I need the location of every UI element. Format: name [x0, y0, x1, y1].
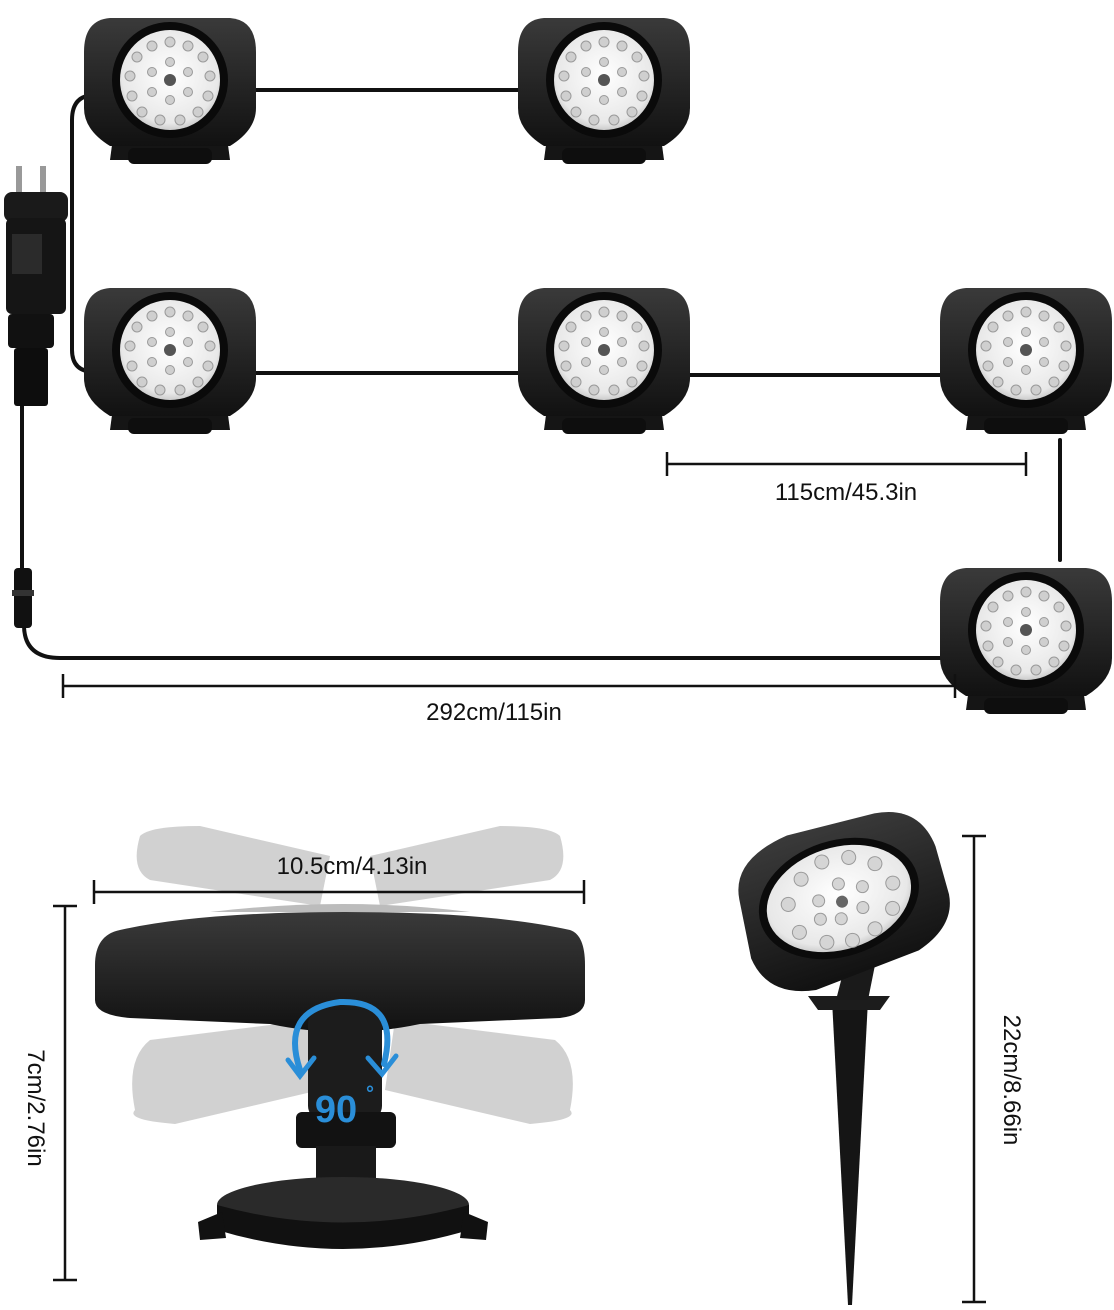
ghost-tilt-up — [136, 826, 564, 906]
stake-spotlight — [738, 812, 950, 1305]
spotlight-icon — [83, 287, 257, 435]
cable-chain — [20, 88, 1062, 660]
spotlight-icon — [939, 567, 1113, 715]
ghost-tilt-down — [132, 1020, 573, 1124]
side-view — [95, 826, 585, 1249]
total-height-dimension — [962, 834, 986, 1304]
rotation-unit: ° — [366, 1083, 374, 1105]
spotlight-icon — [517, 287, 691, 435]
head-height-label: 7cm/2.76in — [22, 1049, 49, 1166]
spotlight-icon — [939, 287, 1113, 435]
lead-cable-dimension — [61, 674, 957, 698]
width-dimension — [92, 880, 586, 904]
spacing-label: 115cm/45.3in — [775, 479, 917, 506]
width-label: 10.5cm/4.13in — [277, 853, 428, 880]
spotlight-icon — [517, 17, 691, 165]
cable-connector-icon — [12, 568, 34, 628]
rotate-arrow-icon — [285, 998, 399, 1081]
spacing-dimension — [665, 452, 1028, 476]
rotation-value: 90 — [315, 1089, 357, 1131]
lead-cable-label: 292cm/115in — [426, 699, 562, 726]
spotlight-icon — [83, 17, 257, 165]
total-height-label: 22cm/8.66in — [998, 1015, 1025, 1146]
power-adapter-icon — [4, 166, 68, 406]
head-height-dimension — [53, 904, 77, 1282]
